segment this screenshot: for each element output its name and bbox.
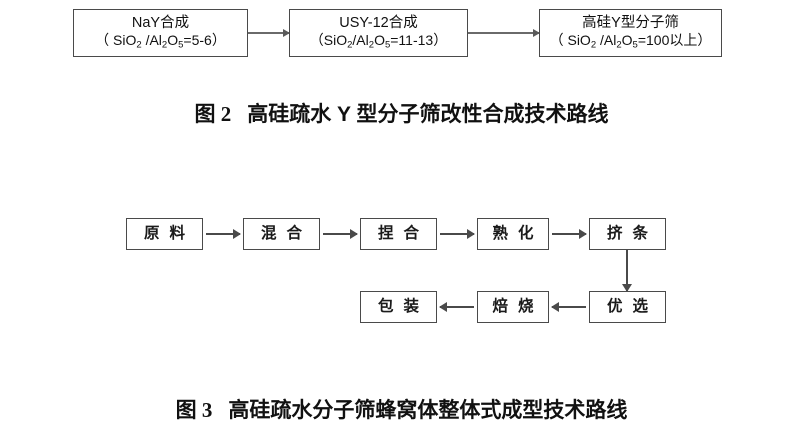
- flow-box-selection-label: 优选: [606, 298, 658, 316]
- flow-box-kneading-label: 捏合: [377, 225, 429, 243]
- figure2-caption-text: 高硅疏水 Y 型分子筛改性合成技术路线: [247, 103, 609, 126]
- arrow-calcination-to-packaging: [440, 306, 474, 308]
- figure2-caption: 图 2 高硅疏水 Y 型分子筛改性合成技术路线: [0, 98, 803, 128]
- arrow-mixing-to-kneading: [323, 233, 357, 235]
- flow-box-mixing-label: 混合: [260, 225, 312, 243]
- flow-box-selection: 优选: [589, 291, 666, 323]
- figure3-caption: 图 3 高硅疏水分子筛蜂窝体整体式成型技术路线: [0, 394, 803, 424]
- arrow-nay-to-usy12: [248, 32, 289, 34]
- flow-box-usy12: USY-12合成 （SiO2/Al2O5=11-13）: [289, 9, 468, 57]
- flow-box-high-si-y-line1: 高硅Y型分子筛: [582, 15, 679, 32]
- flow-box-usy12-line1: USY-12合成: [339, 15, 418, 32]
- flow-box-calcination-label: 焙烧: [492, 298, 544, 316]
- figure3-caption-label: 图 3: [175, 398, 213, 422]
- flow-box-extrusion: 挤条: [589, 218, 666, 250]
- flow-box-nay-line1: NaY合成: [131, 15, 190, 32]
- arrow-aging-to-extrusion: [552, 233, 586, 235]
- flow-box-aging-label: 熟化: [492, 225, 544, 243]
- flow-box-high-si-y: 高硅Y型分子筛 （ SiO2 /Al2O5=100以上）: [539, 9, 722, 57]
- flow-box-raw-material-label: 原料: [143, 225, 195, 243]
- flow-box-kneading: 捏合: [360, 218, 437, 250]
- flow-box-usy12-line2: （SiO2/Al2O5=11-13）: [309, 32, 448, 51]
- arrow-kneading-to-aging: [440, 233, 474, 235]
- flow-box-nay-line2: （ SiO2 /Al2O5=5-6）: [95, 32, 226, 51]
- flow-box-raw-material: 原料: [126, 218, 203, 250]
- arrow-selection-to-calcination: [552, 306, 586, 308]
- flow-box-calcination: 焙烧: [477, 291, 549, 323]
- figure2-caption-label: 图 2: [194, 102, 232, 126]
- arrow-raw-material-to-mixing: [206, 233, 240, 235]
- flow-box-packaging: 包装: [360, 291, 437, 323]
- flow-box-nay: NaY合成 （ SiO2 /Al2O5=5-6）: [73, 9, 248, 57]
- flow-box-packaging-label: 包装: [377, 298, 429, 316]
- flow-box-mixing: 混合: [243, 218, 320, 250]
- figure3-caption-text: 高硅疏水分子筛蜂窝体整体式成型技术路线: [228, 399, 628, 422]
- flow-box-high-si-y-line2: （ SiO2 /Al2O5=100以上）: [549, 32, 712, 51]
- arrow-usy12-to-high-si-y: [468, 32, 539, 34]
- flow-box-extrusion-label: 挤条: [606, 225, 658, 243]
- flow-box-aging: 熟化: [477, 218, 549, 250]
- arrow-extrusion-to-selection: [626, 250, 628, 291]
